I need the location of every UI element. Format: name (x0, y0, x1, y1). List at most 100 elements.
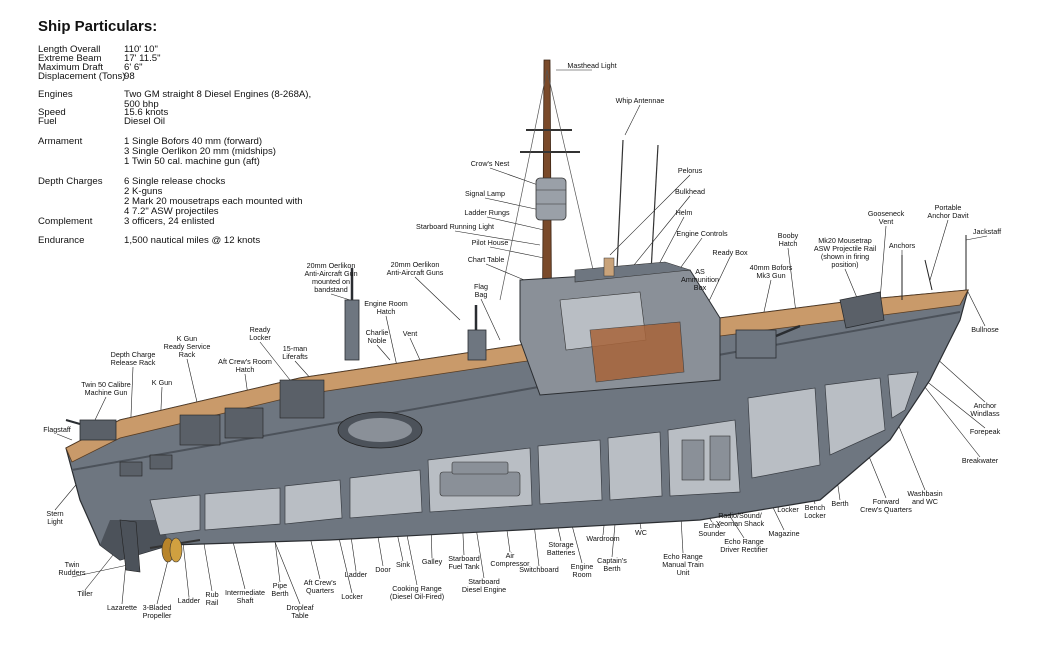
callout-vent: Vent (402, 329, 418, 338)
spec-value: 98 (124, 71, 135, 82)
callout-breakwater: Breakwater (961, 456, 999, 465)
spec-label: Displacement (Tons) (38, 71, 126, 82)
leader-line-gooseneck-vent (879, 225, 887, 301)
callout-signal-lamp: Signal Lamp (465, 189, 505, 198)
leader-line-ready-locker (259, 341, 291, 381)
callout-pilot-house: Pilot House (471, 238, 509, 247)
callout-cooking-range: Cooking Range(Diesel Oil-Fired) (389, 584, 445, 601)
callout-jackstaff: Jackstaff (972, 227, 1002, 236)
leader-line-twin-rudders (71, 564, 129, 578)
leader-line-bullnose (967, 291, 986, 327)
callout-starboard-running-light: Starboard Running Light (416, 222, 494, 231)
leader-line-twin-50-mg (94, 396, 107, 421)
leader-line-oerlikon-guns (414, 276, 461, 321)
callout-whip-antennae: Whip Antennae (615, 96, 665, 105)
callout-wc: WC (635, 528, 647, 537)
callout-flagstaff: Flagstaff (43, 425, 71, 434)
callout-lazarette: Lazarette (107, 603, 137, 612)
callout-ladder-aft: Ladder (177, 596, 201, 605)
spec-label: Speed (38, 107, 66, 118)
leader-line-whip-antennae (624, 104, 641, 136)
k-gun-illustrations (119, 407, 264, 477)
callout-crows-nest: Crow's Nest (470, 159, 510, 168)
callout-magazine: Magazine (768, 529, 800, 538)
leader-line-bulkhead (629, 195, 691, 271)
callout-forepeak: Forepeak (969, 427, 1001, 436)
page-title: Ship Particulars: (38, 18, 158, 35)
callout-tiller: Tiller (77, 589, 93, 598)
spec-label: Endurance (38, 235, 85, 246)
propeller-illustration (149, 537, 201, 563)
callout-ladder-rungs: Ladder Rungs (464, 208, 510, 217)
spec-value: 1 Single Bofors 40 mm (forward)3 Single … (124, 136, 276, 167)
anchor-illustrations (901, 235, 967, 300)
callout-masthead-light: Masthead Light (567, 61, 617, 70)
callout-berth: Berth (831, 499, 849, 508)
callout-galley: Galley (421, 557, 443, 566)
callout-wardroom: Wardroom (586, 534, 620, 543)
spec-label: Length Overall (38, 44, 101, 55)
spec-label: Depth Charges (38, 176, 103, 187)
callout-bulkhead: Bulkhead (675, 187, 705, 196)
callout-bullnose: Bullnose (971, 325, 999, 334)
leader-line-three-bladed-propeller (156, 559, 169, 605)
leader-line-starboard-running-light (454, 230, 541, 246)
leader-line-jackstaff (965, 235, 988, 241)
spec-value: 1,500 nautical miles @ 12 knots (124, 235, 261, 246)
callout-pelorus: Pelorus (677, 166, 703, 175)
leader-line-flagstaff (56, 433, 73, 441)
leader-line-vent (409, 337, 421, 361)
leader-line-flag-bag (480, 298, 501, 341)
gun-illustrations (65, 268, 885, 441)
callout-ladder-mid: Ladder (344, 570, 368, 579)
callout-chart-table: Chart Table (467, 255, 505, 264)
leader-line-pelorus (609, 174, 691, 256)
spec-value: 6' 6" (124, 62, 143, 73)
leader-line-signal-lamp (484, 197, 541, 211)
callout-helm: Helm (675, 208, 693, 217)
spec-value: 3 officers, 24 enlisted (124, 216, 215, 227)
spec-label: Engines (38, 89, 73, 100)
spec-label: Complement (38, 216, 93, 227)
spec-value: Diesel Oil (124, 116, 166, 127)
callout-ready-box: Ready Box (712, 248, 748, 257)
engine-illustrations (439, 435, 731, 497)
callout-radio-shack: Radio/Sound/Yeoman Shack (715, 511, 765, 528)
leader-line-portable-anchor-davit (929, 219, 949, 281)
spec-value: 110' 10" (124, 44, 158, 55)
callout-locker-fwd: Locker (777, 505, 799, 514)
spec-value: Two GM straight 8 Diesel Engines (8-268A… (124, 89, 312, 110)
spec-label: Extreme Beam (38, 53, 102, 64)
